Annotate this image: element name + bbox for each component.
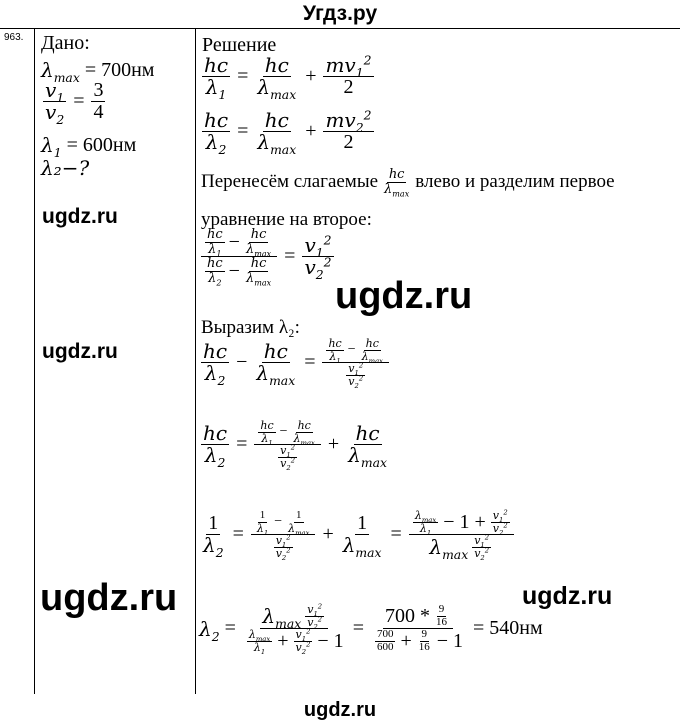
problem-number: 963. — [4, 32, 24, 43]
frac-sixteen: 16 — [436, 615, 447, 628]
given-find: λ₂−? — [41, 156, 90, 180]
numeric-700-times: 700 * — [385, 604, 430, 627]
given-lambda-max-value: 700нм — [101, 58, 155, 81]
watermark: ugdz.ru — [335, 275, 473, 317]
table-top-border — [0, 28, 680, 29]
final-answer: = 540нм — [473, 617, 543, 640]
watermark: ugdz.ru — [40, 577, 178, 619]
given-lambda1-value: 600нм — [82, 133, 137, 156]
site-header: Угдз.ру — [302, 2, 378, 25]
solution-text-3: Выразим λ₂: — [201, 317, 300, 338]
text-move-terms: Перенесём слагаемые — [201, 171, 379, 193]
given-title: Дано: — [41, 32, 90, 54]
ratio-denominator: 4 — [93, 101, 104, 123]
ratio-numerator: 3 — [91, 79, 106, 102]
given-lambda1: λ1=600нм — [41, 133, 137, 160]
frac-700: 700 — [374, 628, 396, 642]
watermark: ugdz.ru — [42, 205, 118, 228]
frac-nine: 9 — [436, 603, 447, 617]
solution-text-2: уравнение на второе: — [201, 209, 372, 230]
watermark: ugdz.ru — [522, 582, 613, 610]
watermark: ugdz.ru — [42, 340, 118, 363]
frac-600: 600 — [376, 640, 394, 653]
given-lambda-max: λmax=700нм — [41, 58, 155, 85]
table-divider — [195, 28, 196, 694]
table-left-border — [34, 28, 35, 694]
solution-title: Решение — [202, 34, 277, 56]
text-divide: влево и разделим первое — [415, 171, 615, 193]
site-footer: ugdz.ru — [303, 699, 377, 721]
